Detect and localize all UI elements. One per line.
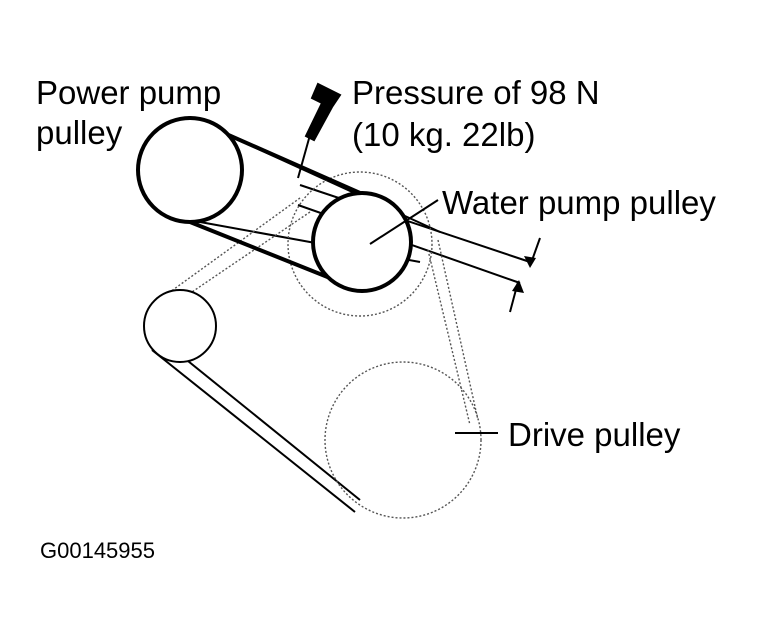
belt-idler-to-drive-2	[161, 339, 361, 501]
drive-pulley-circle	[324, 361, 482, 519]
dim-arrow-down-icon	[524, 256, 536, 268]
belt-water-to-idler	[169, 197, 301, 293]
water-pump-pulley-circle	[311, 191, 413, 293]
pressure-leader	[297, 134, 311, 179]
belt-idler-to-drive	[151, 349, 356, 513]
label-pressure-line1: Pressure of 98 N	[352, 74, 600, 111]
water-pump-leader	[369, 199, 439, 245]
belt-water-to-idler-2	[185, 211, 311, 297]
idler-pulley-circle	[143, 289, 217, 363]
label-pressure-line2: (10 kg. 22lb)	[352, 116, 535, 153]
deflection-dimension	[509, 237, 541, 313]
pressure-arrow-icon	[304, 82, 342, 142]
belt-water-to-drive	[437, 239, 479, 421]
power-pump-pulley	[136, 116, 361, 292]
figure-code: G00145955	[40, 538, 155, 563]
dim-arrow-up-icon	[512, 280, 524, 293]
water-pump-outer-circle	[287, 171, 433, 317]
label-drive-pulley: Drive pulley	[508, 416, 681, 453]
label-water-pump: Water pump pulley	[442, 184, 716, 221]
power-pump-pulley-circle	[136, 116, 244, 224]
label-power-pump-line2: pulley	[36, 114, 123, 151]
belt-water-to-drive-2	[427, 249, 471, 426]
label-power-pump-line1: Power pump	[36, 74, 221, 111]
